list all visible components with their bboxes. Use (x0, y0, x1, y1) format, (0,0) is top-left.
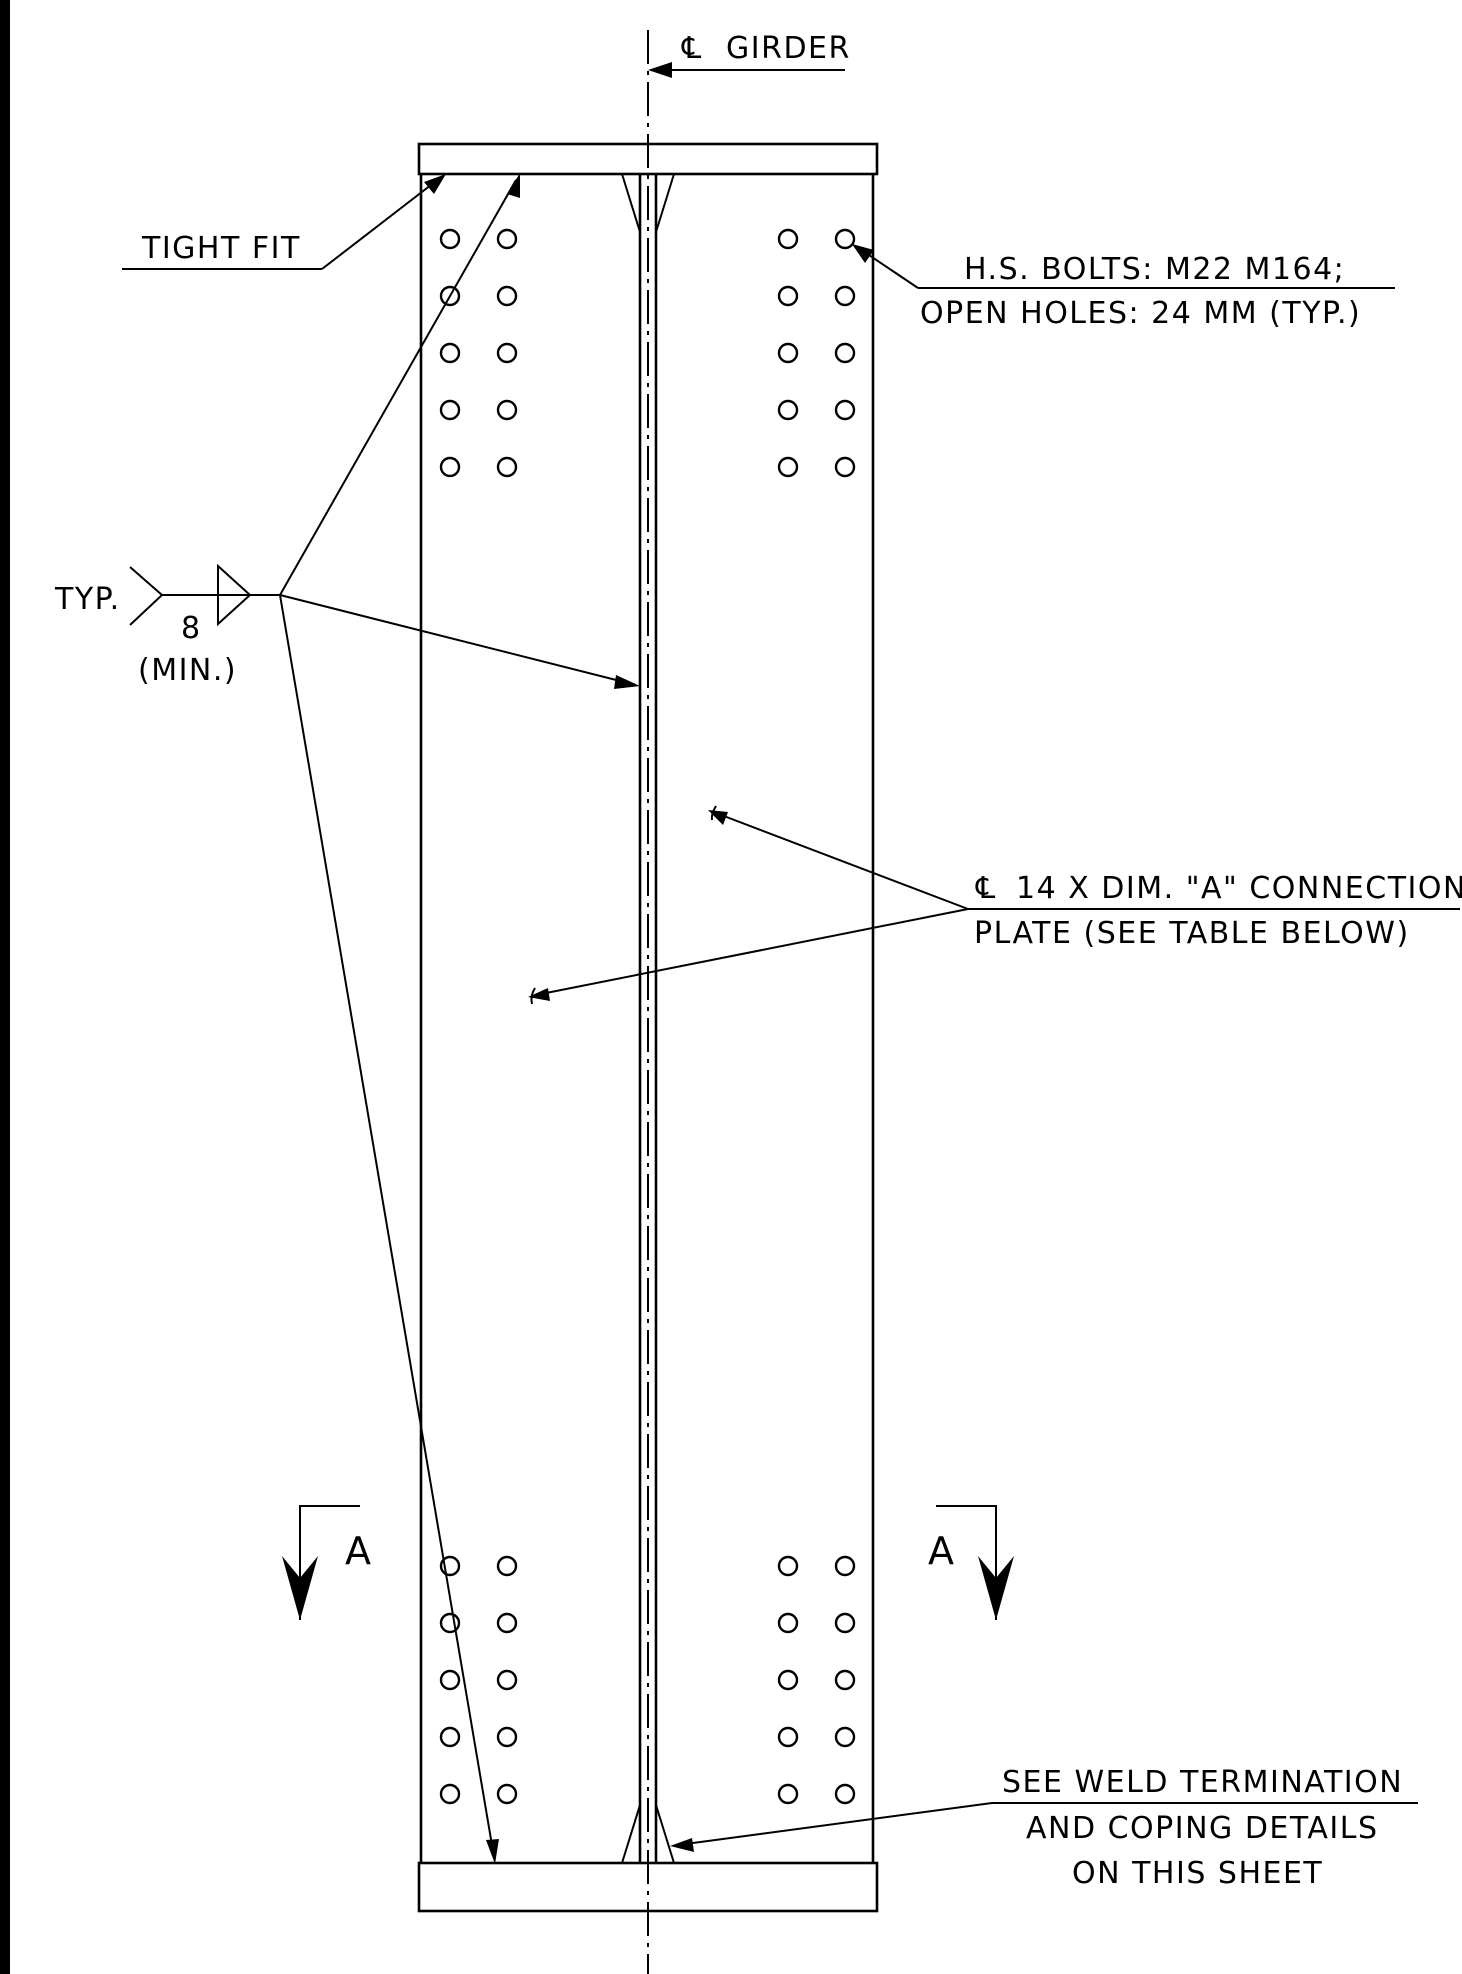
plate-note: ℄ 14 X DIM. "A" CONNECTION PLATE (SEE TA… (528, 805, 1462, 1005)
top-flange (417, 142, 879, 176)
weld-symbol: TYP. 8 (MIN.) (54, 173, 640, 1864)
bolt-hole (439, 342, 461, 364)
bolt-hole (439, 456, 461, 478)
bolt-hole (834, 285, 856, 307)
bolt-hole (439, 1726, 461, 1748)
tight-fit-note: TIGHT FIT (122, 174, 446, 270)
bolt-hole (496, 1612, 518, 1634)
bolt-hole (777, 342, 799, 364)
bolt-hole (439, 1669, 461, 1691)
bolt-holes (439, 228, 856, 1805)
svg-text:TIGHT FIT: TIGHT FIT (141, 231, 301, 266)
girder-web (638, 174, 658, 1863)
svg-text:℄: ℄ (681, 31, 703, 66)
svg-text:(MIN.): (MIN.) (138, 653, 237, 688)
connection-plate (419, 174, 875, 1863)
svg-text:PLATE (SEE TABLE BELOW): PLATE (SEE TABLE BELOW) (974, 916, 1410, 951)
svg-text:SEE WELD TERMINATION: SEE WELD TERMINATION (1002, 1765, 1403, 1800)
bolt-hole (777, 456, 799, 478)
bolt-hole (834, 456, 856, 478)
bolt-hole (777, 285, 799, 307)
svg-text:ON THIS SHEET: ON THIS SHEET (1072, 1856, 1323, 1891)
bolt-hole (834, 399, 856, 421)
bolt-hole (834, 228, 856, 250)
bolt-hole (496, 228, 518, 250)
svg-text:TYP.: TYP. (54, 582, 121, 617)
sheet-border (0, 0, 10, 1974)
svg-text:A: A (345, 1529, 373, 1573)
svg-text:℄: ℄ (975, 871, 997, 906)
bolt-hole (496, 1726, 518, 1748)
bolt-hole (834, 1726, 856, 1748)
bolt-hole (439, 399, 461, 421)
svg-text:A: A (928, 1529, 956, 1573)
svg-text:OPEN HOLES: 24 MM (TYP.): OPEN HOLES: 24 MM (TYP.) (920, 296, 1361, 331)
bolt-hole (777, 1555, 799, 1577)
bolt-hole (777, 399, 799, 421)
bolts-note: H.S. BOLTS: M22 M164; OPEN HOLES: 24 MM … (852, 244, 1395, 331)
weld-termination-note: SEE WELD TERMINATION AND COPING DETAILS … (670, 1765, 1418, 1891)
svg-text:8: 8 (181, 611, 202, 646)
bottom-cope (621, 1804, 675, 1864)
bolt-hole (496, 456, 518, 478)
bolt-hole (834, 1555, 856, 1577)
centerline-girder-label: ℄ GIRDER (648, 31, 851, 78)
bolt-hole (496, 1555, 518, 1577)
top-cope (621, 173, 675, 233)
bolt-hole (777, 1612, 799, 1634)
bolt-hole (496, 399, 518, 421)
bolt-hole (777, 1783, 799, 1805)
bolt-hole (834, 1612, 856, 1634)
bolt-hole (834, 342, 856, 364)
svg-text:H.S. BOLTS: M22 M164;: H.S. BOLTS: M22 M164; (964, 252, 1345, 287)
bolt-hole (834, 1783, 856, 1805)
bolt-hole (834, 1669, 856, 1691)
bolt-hole (496, 342, 518, 364)
svg-text:GIRDER: GIRDER (726, 31, 851, 66)
bolt-hole (777, 228, 799, 250)
bottom-flange (417, 1861, 879, 1913)
svg-text:14 X DIM. "A" CONNECTION: 14 X DIM. "A" CONNECTION (1016, 871, 1462, 906)
bolt-hole (777, 1726, 799, 1748)
bolt-hole (439, 228, 461, 250)
bolt-hole (496, 1669, 518, 1691)
bolt-hole (496, 285, 518, 307)
bolt-hole (777, 1669, 799, 1691)
bolt-hole (496, 1783, 518, 1805)
section-mark-left: A (282, 1505, 373, 1620)
bolt-hole (439, 1783, 461, 1805)
svg-text:AND COPING DETAILS: AND COPING DETAILS (1026, 1811, 1379, 1846)
section-mark-right: A (928, 1505, 1014, 1620)
